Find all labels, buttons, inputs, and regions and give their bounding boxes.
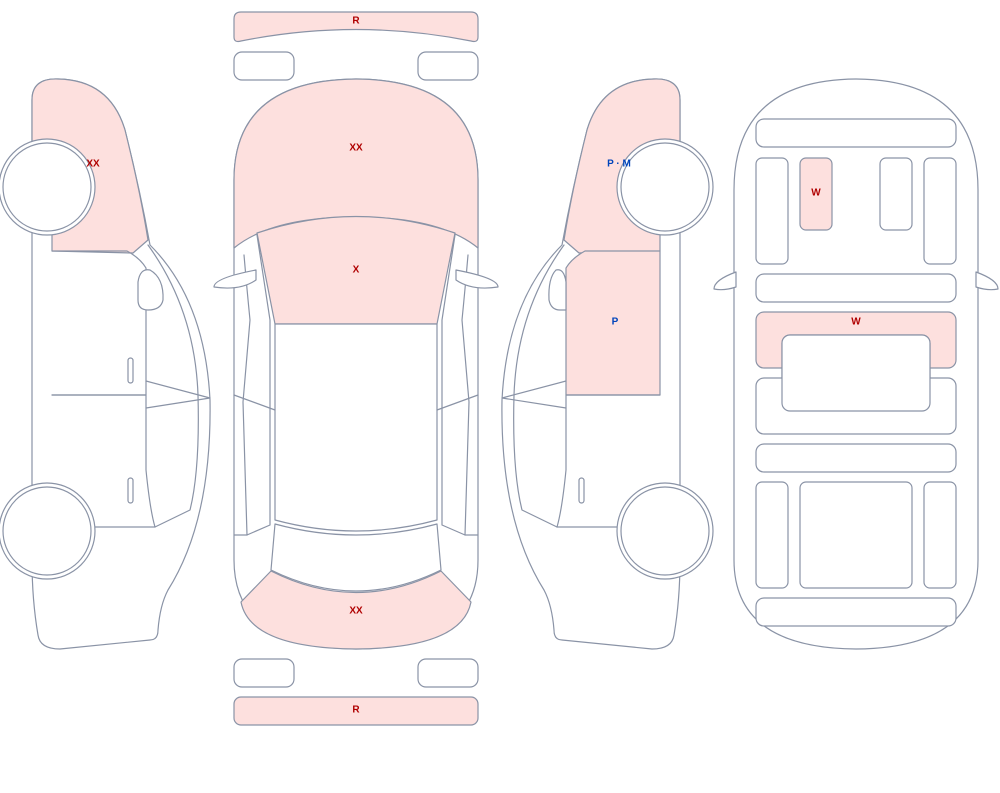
left-rear-door[interactable] [51, 394, 156, 528]
right-belt-line [501, 380, 567, 409]
label-hood: XX [349, 143, 363, 154]
label-interior-console: W [851, 317, 861, 328]
front-right-seat[interactable] [923, 481, 957, 589]
roof [274, 323, 438, 532]
front-bumper-bottom[interactable] [233, 696, 479, 726]
rear-shelf [755, 118, 957, 148]
left-belt-line [145, 380, 211, 409]
label-interior-left-seat: W [811, 188, 821, 199]
tail-light-left [233, 51, 295, 81]
trunk-lid[interactable] [240, 570, 472, 650]
right-rear-door[interactable] [556, 394, 661, 528]
left-pillar-line [242, 234, 271, 536]
left-mirror[interactable] [213, 269, 257, 289]
top-view [213, 11, 499, 726]
interior-right-mirror [975, 271, 999, 291]
label-front-bumper-area: XX [349, 606, 363, 617]
tail-light-right [417, 51, 479, 81]
rear-window [270, 523, 442, 592]
label-front-bumper-bottom: R [352, 705, 360, 716]
headlight-left [233, 658, 295, 688]
right-front-door[interactable] [565, 250, 661, 396]
windshield[interactable] [256, 215, 456, 325]
left-side-view [0, 78, 211, 650]
interior-left-mirror [713, 271, 737, 291]
front-dash [755, 597, 957, 627]
rear-right-seat-side[interactable] [923, 157, 957, 265]
right-side-view [501, 78, 714, 650]
label-windshield: X [353, 265, 360, 276]
right-mirror[interactable] [455, 269, 499, 289]
right-pillar-line [441, 234, 470, 536]
label-left-front-fender: XX [86, 159, 100, 170]
rear-right-seat[interactable] [879, 157, 913, 231]
dashboard-strip [755, 443, 957, 473]
left-side-mirror[interactable] [137, 269, 164, 311]
right-rear-handle[interactable] [578, 477, 585, 504]
rear-bumper-top[interactable] [233, 11, 479, 43]
interior-left-seat[interactable] [799, 157, 833, 231]
label-rear-bumper-top: R [352, 16, 360, 27]
front-left-seat[interactable] [755, 481, 789, 589]
right-rear-wheel[interactable] [620, 486, 710, 576]
label-right-front-door: P [612, 317, 619, 328]
rear-bench[interactable] [755, 273, 957, 303]
interior-view [713, 78, 999, 650]
left-front-door[interactable] [51, 250, 147, 396]
damage-labels: R XX X XX R XX P · M P W W [86, 16, 861, 716]
right-front-wheel[interactable] [620, 142, 710, 232]
right-door-split [436, 394, 479, 536]
headlight-right [417, 658, 479, 688]
label-right-front-fender: P · M [607, 159, 631, 170]
left-front-wheel[interactable] [2, 142, 92, 232]
rear-left-seat-side[interactable] [755, 157, 789, 265]
left-rear-handle[interactable] [127, 477, 134, 504]
right-side-mirror[interactable] [548, 269, 567, 311]
front-center-area [799, 481, 913, 589]
left-front-handle[interactable] [127, 357, 134, 384]
left-rear-wheel[interactable] [2, 486, 92, 576]
front-seats-backrest [781, 334, 931, 412]
left-door-split [233, 394, 276, 536]
